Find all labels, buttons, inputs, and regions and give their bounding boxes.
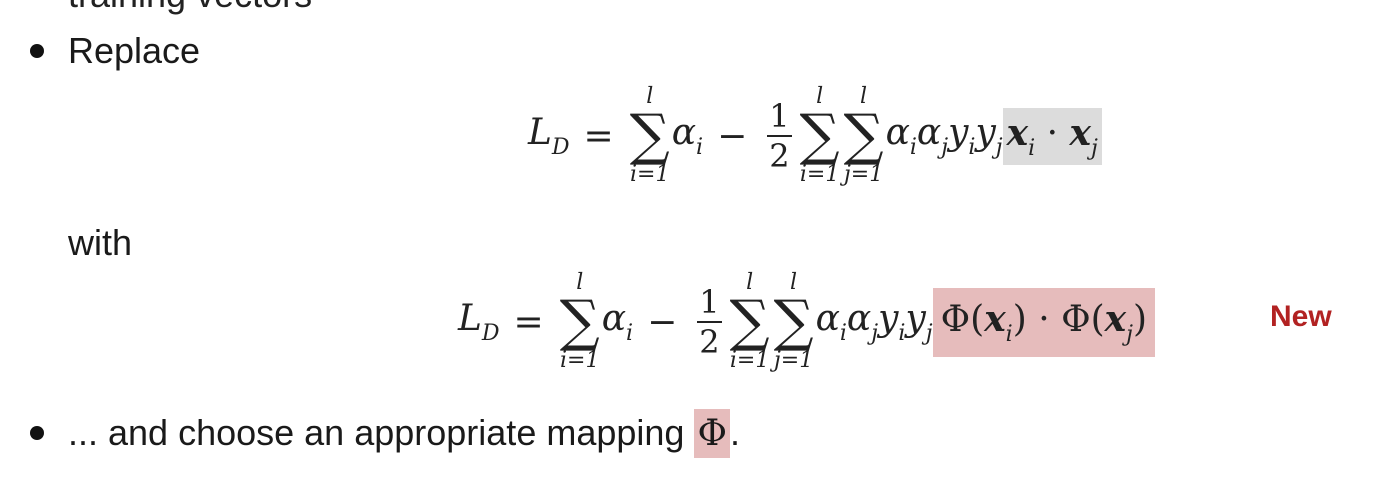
eq-alpha-i: αi <box>601 298 634 346</box>
with-label: with <box>68 222 133 263</box>
eq-sum: l∑j=1 <box>843 84 884 187</box>
eq-sum: l∑j=1 <box>773 270 814 373</box>
mapped-dot-product-highlight: Φ(xi) · Φ(xj) <box>932 287 1155 357</box>
eq-minus: − <box>647 301 678 343</box>
eq-terms: αiαjyiyj <box>885 112 1003 160</box>
dot-product-highlight: xi · xj <box>1002 107 1102 165</box>
eq-lhs: LD <box>458 298 500 346</box>
eq-equals: = <box>513 301 544 343</box>
eq-terms: αiαjyiyj <box>815 298 933 346</box>
bullet-text: Replace <box>68 30 201 71</box>
bullet-prefix: ... and choose an appropriate mapping <box>68 412 695 453</box>
bullet-dot <box>30 426 44 440</box>
eq-sum: l∑i=1 <box>729 270 770 373</box>
bullet-suffix: . <box>729 412 740 453</box>
new-tag: New <box>1270 300 1332 333</box>
eq-alpha-i: αi <box>671 112 704 160</box>
eq-minus: − <box>717 115 748 157</box>
phi-symbol-highlight: Φ <box>694 409 730 458</box>
bullet-dot <box>30 44 44 58</box>
bullet-text: ... and choose an appropriate mapping Φ. <box>68 409 740 458</box>
eq-sum: l∑i=1 <box>799 84 840 187</box>
eq-equals: = <box>583 115 614 157</box>
eq-sum: l∑i=1 <box>629 84 670 187</box>
eq-sum: l∑i=1 <box>559 270 600 373</box>
cut-off-text: training vectors <box>68 0 312 16</box>
eq-lhs: LD <box>528 112 570 160</box>
